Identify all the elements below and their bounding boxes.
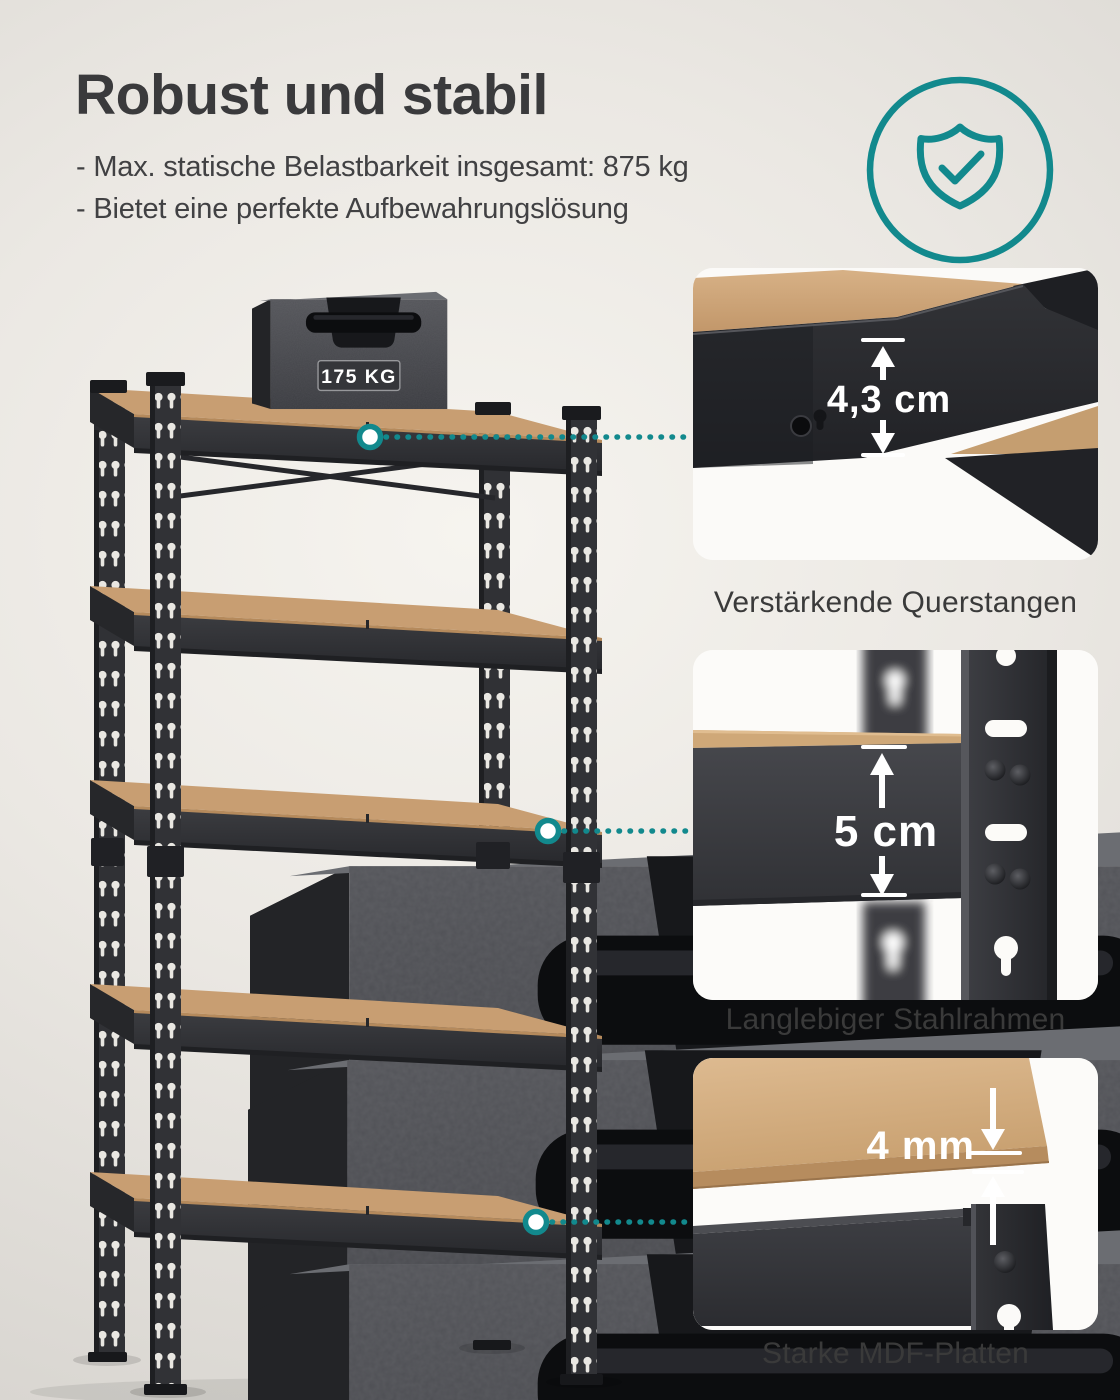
bullet-storage: - Bietet eine perfekte Aufbewahrungslösu…	[76, 193, 629, 226]
post-caps	[90, 372, 601, 420]
weight-block	[252, 292, 447, 409]
callout-card-steel-frame: 5 cm	[693, 650, 1098, 1000]
caption-crossbars: Verstärkende Querstangen	[713, 586, 1078, 619]
bullet-max-load: - Max. statische Belastbarkeit insgesamt…	[76, 151, 689, 183]
front-right-post	[566, 416, 597, 1378]
callout-anchor-dots	[356, 423, 562, 1236]
page-title: Robust und stabil	[75, 63, 548, 127]
measurement-crossbar: 4,3 cm	[827, 379, 951, 421]
measurement-arrows	[861, 338, 905, 457]
callout-leader-lines	[383, 434, 693, 1225]
mdf-board-detail-photo: 4 mm	[693, 1058, 1098, 1330]
post-connectors	[91, 838, 600, 883]
shelf-tier-1	[90, 1172, 602, 1260]
front-left-post	[150, 382, 181, 1388]
shelf-tier-4	[90, 586, 602, 674]
front-post-closeup	[961, 650, 1057, 1000]
shelf-tier-2	[90, 984, 602, 1072]
crossbar-detail-photo: 4,3 cm	[693, 268, 1098, 560]
measurement-mdf: 4 mm	[867, 1124, 976, 1168]
blurred-back-post	[863, 650, 927, 1000]
side-post-closeup	[963, 1204, 1053, 1330]
post-feet	[73, 1340, 622, 1398]
callout-card-mdf-boards: 4 mm	[693, 1058, 1098, 1330]
feature-bullets: - Max. statische Belastbarkeit insgesamt…	[76, 146, 796, 230]
measurement-arrows	[861, 745, 907, 897]
caption-steel-frame: Langlebiger Stahlrahmen	[725, 1003, 1066, 1036]
callout-card-crossbars: 4,3 cm	[693, 268, 1098, 560]
steel-frame-detail-photo: 5 cm	[693, 650, 1098, 1000]
shield-check-icon	[860, 70, 1060, 270]
caption-mdf-boards: Starke MDF-Platten	[761, 1337, 1029, 1370]
measurement-steel-frame: 5 cm	[834, 807, 938, 856]
measurement-arrows	[970, 1088, 1024, 1245]
